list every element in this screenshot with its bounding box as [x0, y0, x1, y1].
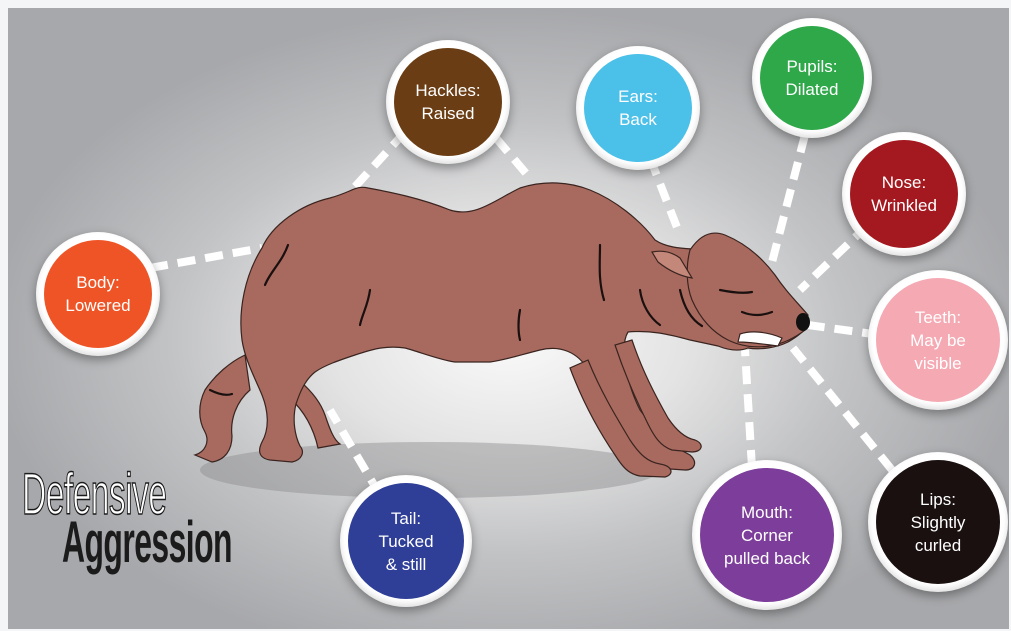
- pupils-sign-label: Pupils: Dilated: [760, 26, 864, 130]
- teeth-sign-label: Teeth: May be visible: [876, 278, 1000, 402]
- pupils-sign-bubble: Pupils: Dilated: [752, 18, 872, 138]
- tail-sign-label: Tail: Tucked & still: [348, 483, 464, 599]
- title-line-2: Aggression: [62, 514, 232, 572]
- mouth-sign-bubble: Mouth: Corner pulled back: [692, 460, 842, 610]
- connector-pupils: [770, 135, 805, 270]
- tail-sign-bubble: Tail: Tucked & still: [340, 475, 472, 607]
- connector-body: [150, 248, 262, 268]
- teeth-sign-bubble: Teeth: May be visible: [868, 270, 1008, 410]
- hind-leg-near: [195, 355, 250, 462]
- nose-sign-bubble: Nose: Wrinkled: [842, 132, 966, 256]
- connector-ears: [650, 158, 678, 230]
- dog-nose: [796, 313, 810, 331]
- connector-hackles-a: [352, 132, 405, 190]
- infographic-panel: Body: Lowered Hackles: Raised Ears: Back…: [8, 8, 1009, 629]
- hackles-sign-label: Hackles: Raised: [394, 48, 502, 156]
- hackles-sign-bubble: Hackles: Raised: [386, 40, 510, 164]
- connector-mouth: [745, 350, 752, 468]
- connector-hackles-b: [496, 138, 530, 178]
- ears-sign-label: Ears: Back: [584, 54, 692, 162]
- mouth-sign-label: Mouth: Corner pulled back: [700, 468, 834, 602]
- ears-sign-bubble: Ears: Back: [576, 46, 700, 170]
- dog-illustration: [195, 183, 810, 477]
- body-sign-label: Body: Lowered: [44, 240, 152, 348]
- nose-sign-label: Nose: Wrinkled: [850, 140, 958, 248]
- lips-sign-label: Lips: Slightly curled: [876, 460, 1000, 584]
- body-sign-bubble: Body: Lowered: [36, 232, 160, 356]
- lips-sign-bubble: Lips: Slightly curled: [868, 452, 1008, 592]
